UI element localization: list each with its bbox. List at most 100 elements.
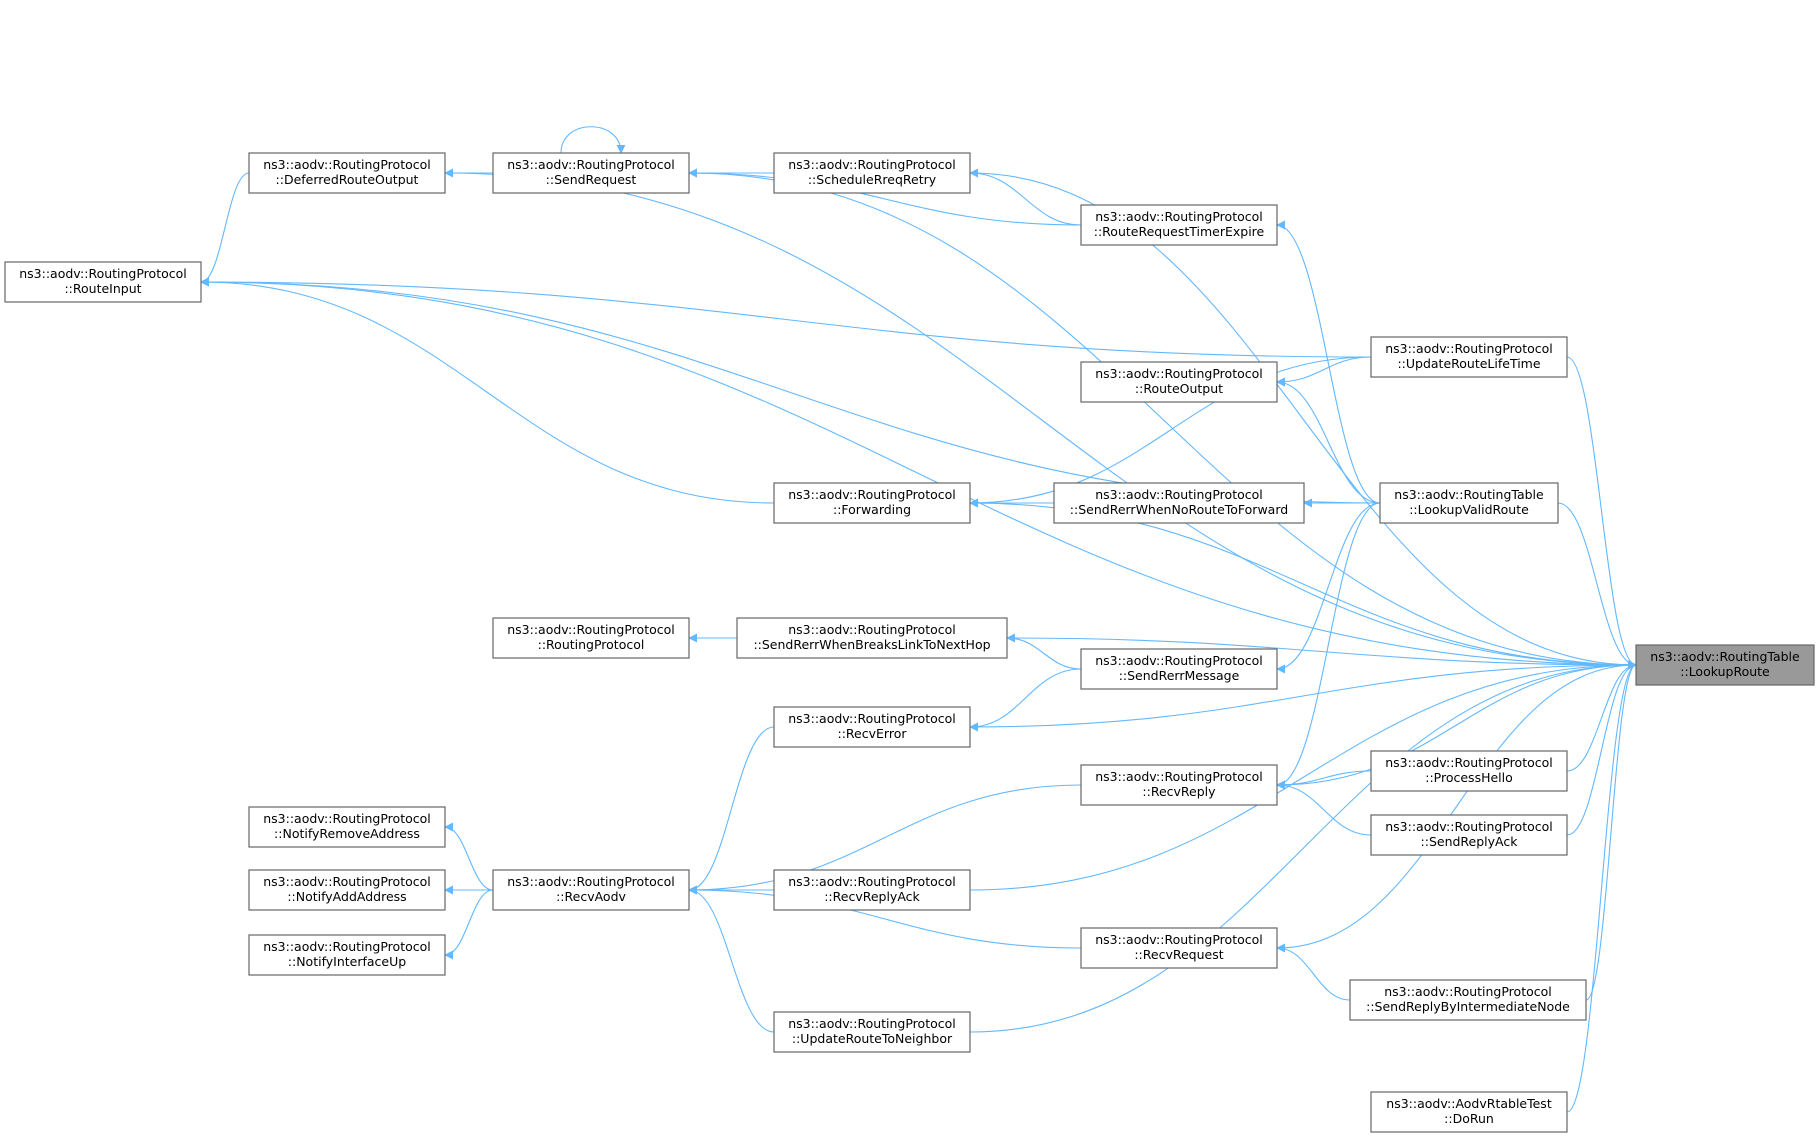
edge-process_hello-to-recv_reply <box>1276 770 1372 790</box>
node-class-label: ns3::aodv::RoutingProtocol <box>507 622 675 637</box>
edge-line <box>1276 502 1381 674</box>
edge-line <box>1276 943 1351 1001</box>
node-class-label: ns3::aodv::RoutingProtocol <box>788 1016 956 1031</box>
edge-recv_request-to-recv_aodv <box>688 885 1082 949</box>
edge-line <box>969 660 1637 891</box>
node-box <box>1080 764 1278 806</box>
node-recv-reply-ack[interactable]: ns3::aodv::RoutingProtocol::RecvReplyAck <box>773 869 971 911</box>
node-lookup-route[interactable]: ns3::aodv::RoutingTable::LookupRoute <box>1635 644 1815 686</box>
node-forwarding[interactable]: ns3::aodv::RoutingProtocol::Forwarding <box>773 482 971 524</box>
edge-line <box>969 356 1372 508</box>
edge-line <box>688 726 775 895</box>
node-notify-interface-up[interactable]: ns3::aodv::RoutingProtocol::NotifyInterf… <box>248 934 446 976</box>
edge-line <box>969 660 1637 728</box>
node-box <box>1080 648 1278 690</box>
edge-forwarding-to-route_input <box>200 277 775 504</box>
node-send-rerr-message[interactable]: ns3::aodv::RoutingProtocol::SendRerrMess… <box>1080 648 1278 690</box>
node-update-route-to-neighbor[interactable]: ns3::aodv::RoutingProtocol::UpdateRouteT… <box>773 1011 971 1053</box>
edge-line <box>688 885 775 1033</box>
node-method-label: ::ScheduleRreqRetry <box>808 172 937 187</box>
node-send-rerr-breaks-link[interactable]: ns3::aodv::RoutingProtocol::SendRerrWhen… <box>736 617 1008 659</box>
edge-recv_error-to-lookup_route <box>969 660 1637 728</box>
edge-line <box>969 660 1637 1033</box>
node-box <box>773 482 971 524</box>
node-method-label: ::NotifyInterfaceUp <box>288 954 406 969</box>
node-class-label: ns3::aodv::RoutingProtocol <box>788 157 956 172</box>
edge-line <box>1566 660 1637 836</box>
node-class-label: ns3::aodv::RoutingProtocol <box>263 939 431 954</box>
edge-line <box>200 281 1637 670</box>
node-send-request[interactable]: ns3::aodv::RoutingProtocol::SendRequest <box>492 152 690 194</box>
node-recv-request[interactable]: ns3::aodv::RoutingProtocol::RecvRequest <box>1080 927 1278 969</box>
node-box <box>1080 361 1278 403</box>
edge-recv_reply-to-recv_aodv <box>688 784 1082 895</box>
node-send-reply-ack[interactable]: ns3::aodv::RoutingProtocol::SendReplyAck <box>1370 814 1568 856</box>
edge-recv_reply-to-lookup_route <box>1276 660 1637 786</box>
edge-deferred_route_output-to-lookup_route <box>444 172 1637 670</box>
edge-line <box>1566 660 1637 772</box>
node-class-label: ns3::aodv::RoutingProtocol <box>788 487 956 502</box>
node-route-input[interactable]: ns3::aodv::RoutingProtocol::RouteInput <box>4 261 202 303</box>
node-method-label: ::LookupRoute <box>1680 664 1770 679</box>
node-box <box>492 152 690 194</box>
edge-update_route_life_time-to-route_input <box>200 277 1372 358</box>
node-routing-protocol-ctor[interactable]: ns3::aodv::RoutingProtocol::RoutingProto… <box>492 617 690 659</box>
node-box <box>248 934 446 976</box>
node-class-label: ns3::aodv::RoutingProtocol <box>788 711 956 726</box>
node-class-label: ns3::aodv::RoutingProtocol <box>1384 984 1552 999</box>
edge-line <box>1276 502 1381 790</box>
node-method-label: ::DeferredRouteOutput <box>276 172 419 187</box>
node-method-label: ::RecvReply <box>1142 784 1216 799</box>
node-method-label: ::SendRequest <box>546 172 637 187</box>
node-route-request-timer-expire[interactable]: ns3::aodv::RoutingProtocol::RouteRequest… <box>1080 204 1278 246</box>
node-method-label: ::RecvAodv <box>556 889 626 904</box>
node-class-label: ns3::aodv::RoutingProtocol <box>788 622 956 637</box>
node-method-label: ::RecvError <box>838 726 908 741</box>
edge-line <box>1276 356 1372 387</box>
edge-line <box>1006 637 1637 670</box>
node-layer: ns3::aodv::RoutingTable::LookupRoutens3:… <box>4 152 1815 1133</box>
edge-line <box>969 502 1637 670</box>
edge-send_reply_ack-to-recv_reply <box>1276 780 1372 836</box>
node-class-label: ns3::aodv::RoutingProtocol <box>788 874 956 889</box>
edge-lookup_valid_route-to-route_output <box>1276 377 1381 504</box>
edge-line <box>1006 633 1082 670</box>
edge-recv_request-to-lookup_route <box>1276 660 1637 949</box>
edge-route_input-to-lookup_route <box>200 281 1637 670</box>
node-recv-reply[interactable]: ns3::aodv::RoutingProtocol::RecvReply <box>1080 764 1278 806</box>
node-send-rerr-no-route[interactable]: ns3::aodv::RoutingProtocol::SendRerrWhen… <box>1053 482 1305 524</box>
node-class-label: ns3::aodv::RoutingProtocol <box>263 157 431 172</box>
node-box <box>1370 336 1568 378</box>
node-route-output[interactable]: ns3::aodv::RoutingProtocol::RouteOutput <box>1080 361 1278 403</box>
edge-line <box>1276 770 1372 790</box>
edge-line <box>688 784 1082 895</box>
edge-line <box>444 822 494 891</box>
node-schedule-rreq-retry[interactable]: ns3::aodv::RoutingProtocol::ScheduleRreq… <box>773 152 971 194</box>
node-method-label: ::DoRun <box>1444 1111 1494 1126</box>
edge-line <box>1276 660 1637 949</box>
node-notify-remove-address[interactable]: ns3::aodv::RoutingProtocol::NotifyRemove… <box>248 806 446 848</box>
edge-line <box>444 889 494 960</box>
node-aodv-rtable-test[interactable]: ns3::aodv::AodvRtableTest::DoRun <box>1370 1091 1568 1133</box>
edge-line <box>1276 660 1637 786</box>
node-recv-error[interactable]: ns3::aodv::RoutingProtocol::RecvError <box>773 706 971 748</box>
node-deferred-route-output[interactable]: ns3::aodv::RoutingProtocol::DeferredRout… <box>248 152 446 194</box>
node-update-route-life-time[interactable]: ns3::aodv::RoutingProtocol::UpdateRouteL… <box>1370 336 1568 378</box>
node-notify-add-address[interactable]: ns3::aodv::RoutingProtocol::NotifyAddAdd… <box>248 869 446 911</box>
node-lookup-valid-route[interactable]: ns3::aodv::RoutingTable::LookupValidRout… <box>1379 482 1559 524</box>
node-method-label: ::NotifyRemoveAddress <box>274 826 420 841</box>
node-box <box>492 869 690 911</box>
node-method-label: ::SendRerrWhenNoRouteToForward <box>1070 502 1288 517</box>
node-send-reply-by-intermediate[interactable]: ns3::aodv::RoutingProtocol::SendReplyByI… <box>1349 979 1587 1021</box>
edge-lookup_valid_route-to-send_rerr_message <box>1276 502 1381 674</box>
node-box <box>773 869 971 911</box>
edge-send_rerr_message-to-recv_error <box>969 668 1082 732</box>
node-box <box>1080 204 1278 246</box>
node-box <box>4 261 202 303</box>
edge-send_rerr_message-to-send_rerr_breaks_link <box>1006 633 1082 670</box>
edge-update_route_life_time-to-forwarding <box>969 356 1372 508</box>
node-class-label: ns3::aodv::RoutingProtocol <box>1385 755 1553 770</box>
node-process-hello[interactable]: ns3::aodv::RoutingProtocol::ProcessHello <box>1370 750 1568 792</box>
node-recv-aodv[interactable]: ns3::aodv::RoutingProtocol::RecvAodv <box>492 869 690 911</box>
